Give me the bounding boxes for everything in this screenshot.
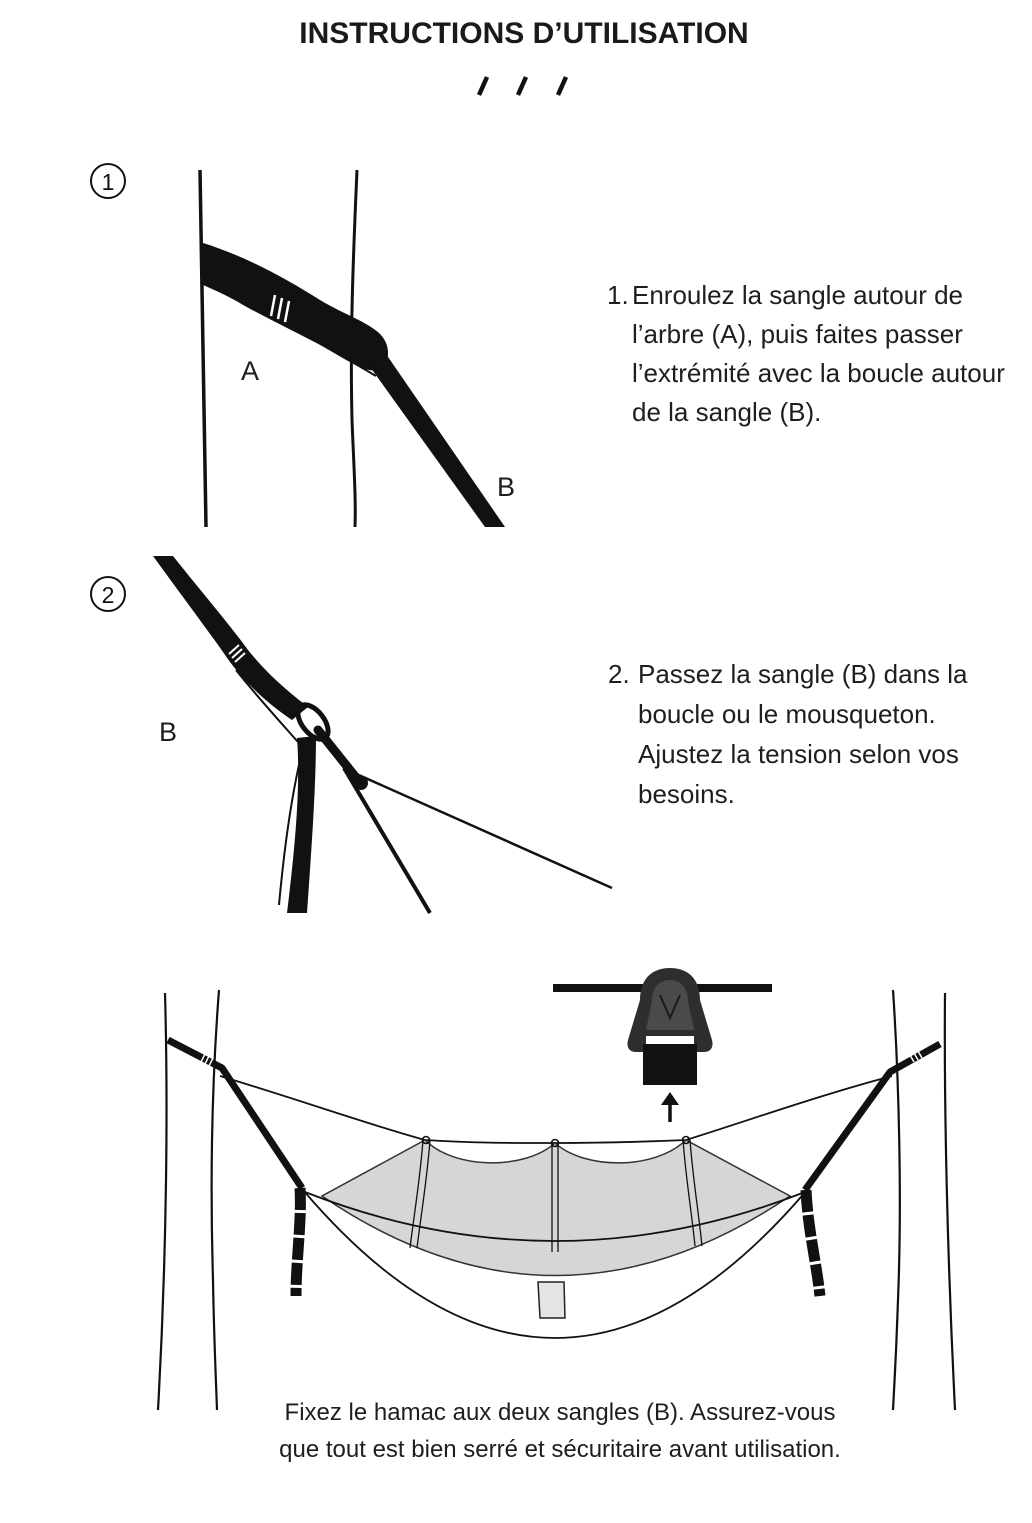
step-2-number: 2 <box>102 582 115 608</box>
stripe <box>234 652 246 663</box>
step-1-list-marker: 1. <box>607 280 629 310</box>
right-tree-outer-edge <box>943 992 957 1411</box>
divider-slash <box>555 76 569 96</box>
step-2-illustration: 2 B <box>90 556 613 915</box>
stripe <box>909 1054 915 1063</box>
divider-slash <box>515 76 529 96</box>
page-title: INSTRUCTIONS D’UTILISATION <box>299 17 749 50</box>
stripe <box>276 297 284 320</box>
hanging-strap <box>287 736 316 913</box>
label-tree-a: A <box>241 356 259 386</box>
buckle-inset <box>553 968 772 1122</box>
strap-loop-edge <box>235 669 299 743</box>
buckle-face-detail <box>659 994 681 1021</box>
mosquito-net <box>320 1139 792 1277</box>
tree-trunk-left-edge <box>198 169 208 528</box>
right-tree-inner-edge <box>891 989 901 1411</box>
strap-end <box>313 725 363 785</box>
right-daisy-chain <box>800 1189 826 1297</box>
caption-line: que tout est bien serré et sécuritaire a… <box>279 1436 841 1463</box>
net-pole-right <box>682 1139 696 1247</box>
arrow-head <box>661 1092 679 1105</box>
ridge-line <box>219 1075 893 1144</box>
step-1-line: de la sangle (B). <box>632 397 822 427</box>
stripe <box>208 1057 214 1067</box>
left-tree-inner-edge <box>210 989 221 1411</box>
hammock-illustration <box>156 968 957 1411</box>
caption-line: Fixez le hamac aux deux sangles (B). Ass… <box>284 1399 836 1426</box>
stripe <box>269 294 277 317</box>
left-daisy-chain <box>290 1187 306 1297</box>
strap-reflective-stripes <box>269 294 291 323</box>
tree-trunk-right-edge <box>349 169 359 528</box>
step-2-badge <box>90 576 126 612</box>
net-poles <box>409 1139 703 1252</box>
stripe <box>228 644 240 655</box>
step-2-line: boucle ou le mousqueton. <box>638 699 936 729</box>
strap-reflective-stripes <box>200 1053 214 1067</box>
step-2-line: Ajustez la tension selon vos <box>638 739 959 769</box>
strap-wrap-band <box>203 243 389 371</box>
step-2-body: Passez la sangle (B) dans la boucle ou l… <box>638 654 968 814</box>
stripe <box>231 648 243 659</box>
step-1-body: Enroulez la sangle autour de l’arbre (A)… <box>632 276 1005 432</box>
step-2-line: besoins. <box>638 779 735 809</box>
net-pole-left <box>416 1139 431 1249</box>
strap-loop-edge <box>297 329 377 377</box>
stripe <box>204 1055 210 1065</box>
step-1-badge <box>90 163 126 199</box>
step-2-line: Passez la sangle (B) dans la <box>638 659 968 689</box>
stripe <box>917 1050 923 1059</box>
strap-reflective-stripes <box>909 1050 923 1063</box>
buckle-face <box>646 980 694 1030</box>
stripe <box>283 300 291 323</box>
anchor-strap <box>153 556 308 720</box>
left-tree-strap <box>166 1036 305 1190</box>
hammock-cord <box>351 770 613 890</box>
step-1-line: l’extrémité avec la boucle autour <box>632 358 1005 388</box>
hammock-pocket <box>537 1281 566 1319</box>
strap-end-tip <box>354 776 368 790</box>
net-clip <box>421 1135 431 1145</box>
step-1-instructions: 1. Enroulez la sangle autour de l’arbre … <box>607 276 1005 432</box>
label-strap-b: B <box>159 717 177 747</box>
left-tree-outer-edge <box>156 992 168 1411</box>
strap-b <box>368 354 505 527</box>
net-clip <box>550 1138 560 1148</box>
step-2-instructions: 2. Passez la sangle (B) dans la boucle o… <box>608 654 968 814</box>
hammock-top-edge <box>304 1191 806 1242</box>
stripe <box>913 1052 919 1061</box>
strap-reflective-stripes <box>228 644 246 663</box>
slash-divider-icon <box>476 76 569 96</box>
label-strap-b: B <box>497 472 515 502</box>
stripe <box>200 1053 206 1063</box>
net-clips <box>421 1135 691 1148</box>
net-pole-left <box>409 1139 424 1249</box>
net-pole-right <box>689 1139 703 1247</box>
right-tree-strap <box>802 1040 942 1193</box>
buckle-slot <box>646 1036 694 1044</box>
step-2-list-marker: 2. <box>608 659 630 689</box>
net-clip <box>681 1135 691 1145</box>
inset-strap-end <box>643 1044 697 1085</box>
hammock-bottom-curve <box>302 1189 808 1339</box>
arrow-up-icon <box>661 1092 679 1122</box>
step-1-number: 1 <box>102 169 115 195</box>
final-step-caption: Fixez le hamac aux deux sangles (B). Ass… <box>88 1394 1032 1468</box>
divider-slash <box>476 76 490 96</box>
hanging-strap-edge <box>278 743 305 906</box>
step-1-line: l’arbre (A), puis faites passer <box>632 319 963 349</box>
step-1-illustration: 1 A B <box>90 163 515 528</box>
step-1-line: Enroulez la sangle autour de <box>632 280 964 310</box>
strap-tail <box>342 766 432 915</box>
